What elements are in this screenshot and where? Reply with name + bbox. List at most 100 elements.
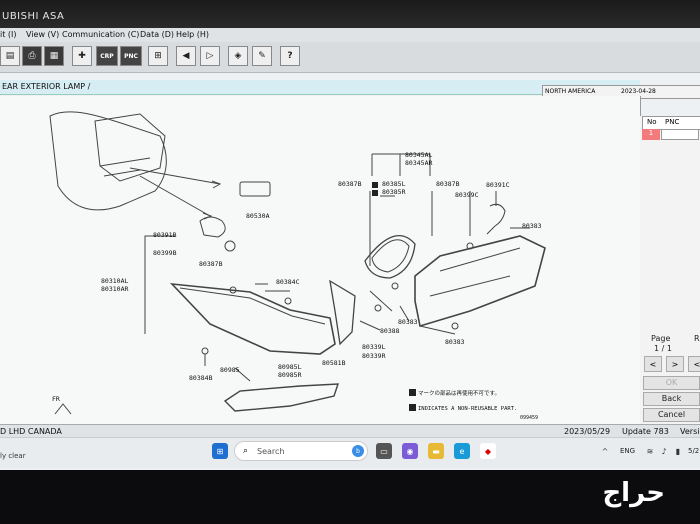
col-pnc: PNC bbox=[665, 118, 680, 126]
label-80385r: 80385R bbox=[382, 188, 406, 196]
help-button[interactable]: ? bbox=[280, 46, 300, 66]
crp-button[interactable]: CRP bbox=[96, 46, 118, 66]
harness-80391c bbox=[486, 203, 506, 235]
label-80384b: 80384B bbox=[189, 374, 213, 382]
parts-list-row[interactable]: 1 bbox=[642, 129, 700, 141]
target-icon[interactable]: ✚ bbox=[72, 46, 92, 66]
label-80339r: 80339R bbox=[362, 352, 386, 360]
toolbar: ▤ ⎙ ▦ ✚ CRP PNC ⊞ ◀ ▷ ◈ ✎ ? bbox=[0, 42, 700, 73]
monitor-bezel bbox=[0, 470, 700, 524]
label-80399c: 80399C bbox=[455, 191, 479, 199]
col-no: No bbox=[647, 118, 657, 126]
non-reusable-mark-icon-3 bbox=[372, 182, 378, 188]
lid-lamp-80345al bbox=[414, 235, 546, 328]
edit-icon[interactable]: ✎ bbox=[252, 46, 272, 66]
breadcrumb-text: EAR EXTERIOR LAMP / bbox=[2, 82, 91, 91]
taskbar: ly clear ⊞ ⌕ Search b ▭ ◉ ▬ e ◆ ^ ENG ≋ … bbox=[0, 437, 700, 468]
label-80310ar: 80310AR bbox=[101, 285, 128, 293]
mitsubishi-app-icon[interactable]: ◆ bbox=[480, 443, 496, 459]
label-80530a: 80530A bbox=[246, 212, 270, 220]
label-80385l: 80385L bbox=[382, 180, 406, 188]
menu-data[interactable]: Data (D) bbox=[140, 30, 175, 39]
vehicle-outline bbox=[49, 111, 167, 211]
edge-icon[interactable]: e bbox=[454, 443, 470, 459]
region-date: 2023-04-28 bbox=[621, 88, 656, 95]
label-80399b: 80399B bbox=[153, 249, 177, 257]
label-80985l: 80985L bbox=[278, 363, 302, 371]
bolt-80384c bbox=[284, 297, 292, 305]
language-indicator[interactable]: ENG bbox=[620, 447, 636, 455]
bolt-80385 bbox=[391, 282, 399, 290]
tag-icon[interactable]: ◈ bbox=[228, 46, 248, 66]
search-icon: ⌕ bbox=[243, 446, 249, 456]
gasket-80339l bbox=[329, 279, 356, 346]
form-icon[interactable]: ▤ bbox=[0, 46, 20, 66]
leader-lines bbox=[144, 191, 530, 382]
parts-icon[interactable]: ▦ bbox=[44, 46, 64, 66]
next-page-button[interactable]: > bbox=[666, 356, 684, 372]
exploded-view-svg: 80345AL 80345AR 80387B 80385L 80385R 803… bbox=[49, 111, 546, 421]
parts-list-header: No PNC bbox=[642, 116, 700, 130]
fr-arrow-icon bbox=[54, 403, 72, 415]
non-reusable-mark-icon-2 bbox=[409, 404, 416, 411]
cancel-button[interactable]: Cancel bbox=[643, 408, 700, 422]
forward-arrow-icon[interactable]: ▷ bbox=[200, 46, 220, 66]
row-no[interactable]: 1 bbox=[642, 129, 660, 140]
label-80383-c: 80383 bbox=[445, 338, 465, 346]
menu-communication[interactable]: Communication (C) bbox=[62, 30, 140, 39]
bolt-80387b bbox=[229, 286, 237, 294]
print-icon[interactable]: ⎙ bbox=[22, 46, 42, 66]
back-arrow-icon[interactable]: ◀ bbox=[176, 46, 196, 66]
label-80387b-a: 80387B bbox=[338, 180, 362, 188]
label-80345ar: 80345AR bbox=[405, 159, 432, 167]
label-80310al: 80310AL bbox=[101, 277, 128, 285]
row-pnc[interactable] bbox=[661, 129, 699, 140]
status-date: 2023/05/29 bbox=[564, 427, 611, 436]
note-jp: マークの部品は再使用不可です。 bbox=[418, 389, 500, 397]
window-title: UBISHI ASA bbox=[2, 11, 65, 22]
menu-view[interactable]: View (V) bbox=[26, 30, 60, 39]
label-fr: FR bbox=[52, 395, 60, 403]
volume-icon[interactable]: ♪ bbox=[661, 446, 667, 456]
task-view-icon[interactable]: ▭ bbox=[376, 443, 392, 459]
parts-list-panel: No PNC 1 bbox=[640, 116, 700, 426]
pnc-button[interactable]: PNC bbox=[120, 46, 142, 66]
page-r-label: R bbox=[694, 334, 700, 343]
lamp-gasket-loop bbox=[364, 235, 416, 279]
search-input[interactable]: ⌕ Search bbox=[234, 441, 368, 461]
prev-r-button[interactable]: < bbox=[688, 356, 700, 372]
file-explorer-icon[interactable]: ▬ bbox=[428, 443, 444, 459]
vehicle-rear-window bbox=[94, 113, 166, 182]
label-80581b: 80581B bbox=[322, 359, 346, 367]
clock[interactable]: 5/2 bbox=[688, 447, 700, 455]
bolt-80388 bbox=[374, 304, 382, 312]
note-en: INDICATES A NON-REUSABLE PART. bbox=[418, 406, 517, 412]
chat-icon[interactable]: ◉ bbox=[402, 443, 418, 459]
bing-icon[interactable]: b bbox=[352, 445, 364, 457]
lamp-gasket-inner bbox=[371, 239, 410, 273]
bracket-80345 bbox=[371, 153, 431, 176]
start-icon[interactable]: ⊞ bbox=[212, 443, 228, 459]
bolt-80399c bbox=[466, 242, 474, 250]
socket-80530a bbox=[239, 181, 271, 197]
weather-text: ly clear bbox=[0, 452, 26, 460]
label-80387b-c: 80387B bbox=[199, 260, 223, 268]
reflector-80985 bbox=[223, 383, 339, 412]
grid-icon[interactable]: ⊞ bbox=[148, 46, 168, 66]
bulb-socket-80391b bbox=[199, 216, 226, 238]
back-button[interactable]: Back bbox=[643, 392, 700, 406]
battery-icon[interactable]: ▮ bbox=[675, 446, 681, 456]
leader-arrow-1 bbox=[129, 167, 221, 185]
ok-button[interactable]: OK bbox=[643, 376, 700, 390]
tray-chevron-icon[interactable]: ^ bbox=[601, 446, 609, 456]
page-number: 1 / 1 bbox=[654, 344, 672, 353]
diagram-id: 099459 bbox=[520, 415, 538, 421]
parts-diagram[interactable]: 80345AL 80345AR 80387B 80385L 80385R 803… bbox=[0, 96, 641, 424]
menu-edit[interactable]: it (I) bbox=[0, 30, 17, 39]
screen: UBISHI ASA it (I) View (V) Communication… bbox=[0, 0, 700, 470]
menu-help[interactable]: Help (H) bbox=[176, 30, 210, 39]
wifi-icon[interactable]: ≋ bbox=[646, 446, 654, 456]
leader-arrow-2 bbox=[139, 175, 211, 217]
prev-page-button[interactable]: < bbox=[644, 356, 662, 372]
label-80388: 80388 bbox=[380, 327, 400, 335]
